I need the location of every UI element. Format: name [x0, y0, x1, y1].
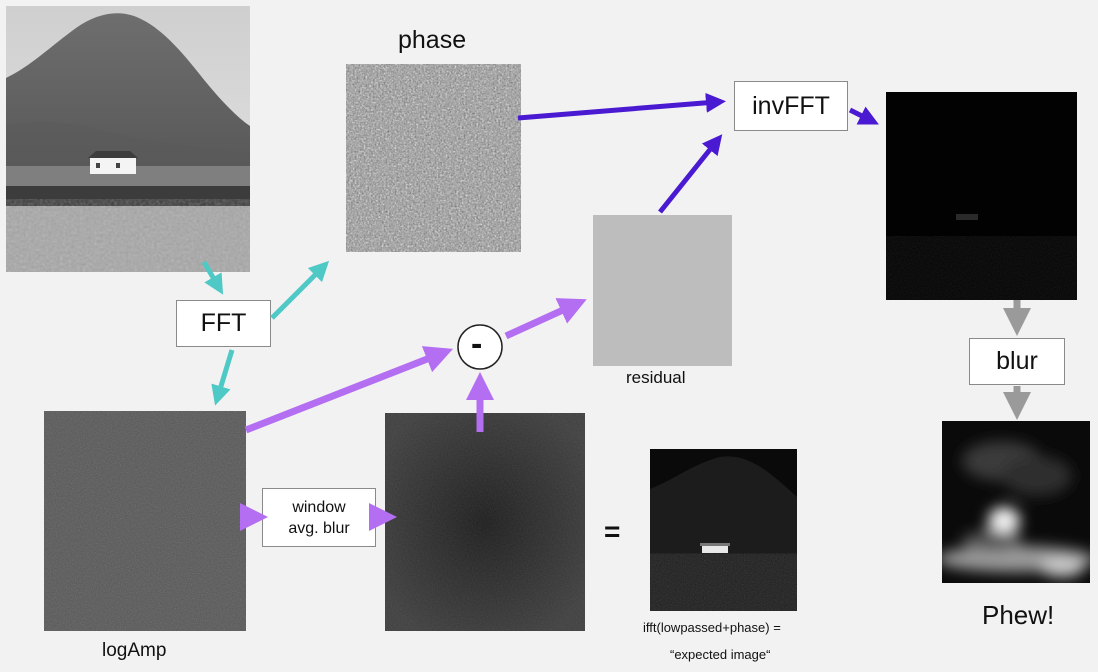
arrow-residual-to-invfft: [658, 134, 723, 214]
fft-box: FFT: [176, 300, 271, 347]
arrow-fft-to-phase: [270, 260, 330, 320]
equals-sign: =: [604, 516, 621, 547]
window-label-line1: window: [292, 498, 346, 516]
minus-sign: -: [471, 325, 483, 363]
arrow-phase-to-invfft: [517, 92, 726, 121]
expected-image: [650, 449, 797, 611]
window-avg-blur-box: window avg. blur: [262, 488, 376, 547]
minus-operator: -: [456, 323, 504, 371]
invfft-box: invFFT: [734, 81, 848, 131]
residual-image: [593, 215, 732, 366]
circle-minus-icon: [457, 324, 503, 370]
saliency-map-image: [942, 421, 1090, 583]
lowpassed-image: [385, 413, 585, 631]
arrow-minus-to-residual: [504, 298, 587, 340]
phase-image: [346, 64, 521, 252]
phase-label: phase: [398, 26, 467, 54]
caption-line2: “expected image“: [670, 647, 771, 662]
invfft-output-image: [886, 92, 1077, 300]
logamp-label: logAmp: [102, 640, 167, 661]
window-label-line2: avg. blur: [288, 519, 350, 537]
caption-line1: ifft(lowpassed+phase) =: [643, 620, 781, 635]
logamp-image: [44, 411, 246, 631]
blur-box: blur: [969, 338, 1065, 385]
arrow-invfft-to-output: [848, 106, 879, 125]
residual-label: residual: [626, 368, 686, 387]
original-photo: [6, 6, 250, 272]
phew-label: Phew!: [982, 600, 1055, 630]
arrow-fft-to-logamp: [211, 349, 235, 406]
